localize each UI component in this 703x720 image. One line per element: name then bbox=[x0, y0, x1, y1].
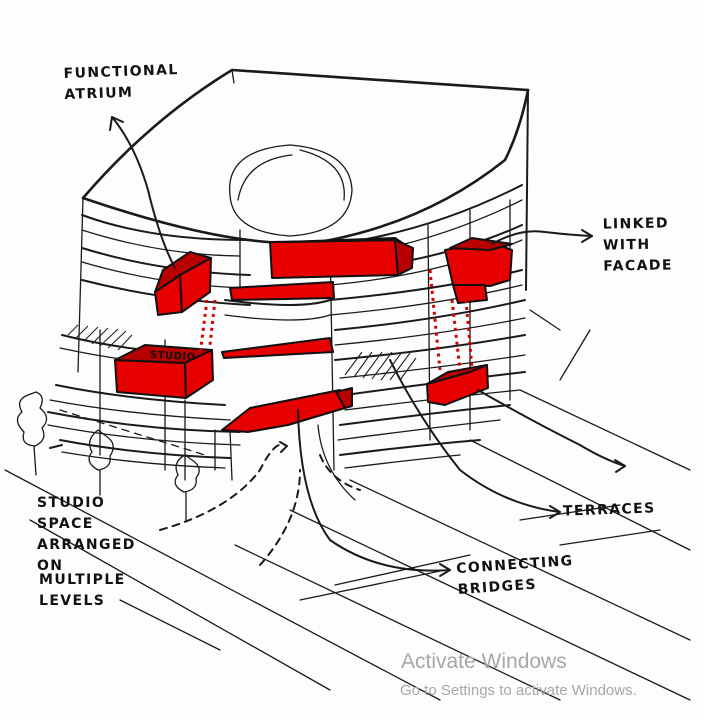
roof-outline bbox=[77, 68, 530, 373]
atrium-leader bbox=[111, 116, 176, 269]
right-facade-floors bbox=[329, 184, 526, 471]
lower-bridge-slab bbox=[221, 337, 334, 359]
label-terraces: TERRACES bbox=[562, 500, 656, 520]
upper-bridge-block-side bbox=[394, 239, 414, 276]
site-ground-lines bbox=[4, 309, 691, 701]
bottom-bridge-end bbox=[335, 387, 353, 409]
activate-windows-title: Activate Windows bbox=[401, 650, 567, 673]
upper-bridge-block bbox=[269, 239, 399, 279]
studio-block-side bbox=[184, 349, 214, 399]
activate-windows-subtitle: Go to Settings to activate Windows. bbox=[400, 682, 637, 699]
leader-arrows bbox=[109, 116, 626, 577]
label-connecting-bridges: CONNECTING BRIDGES bbox=[455, 552, 575, 599]
studio-block-front bbox=[114, 359, 187, 399]
facade-leader bbox=[491, 230, 593, 245]
bridges-leader bbox=[297, 409, 451, 572]
label-multiple-levels: MULTIPLE LEVELS bbox=[39, 572, 126, 609]
mid-bridge-slab bbox=[229, 281, 335, 301]
red-dotted-links bbox=[198, 269, 474, 371]
label-functional-atrium: FUNCTIONAL ATRIUM bbox=[63, 62, 179, 103]
bottom-connecting-bridge bbox=[221, 389, 346, 433]
atrium-dome bbox=[229, 144, 353, 237]
terraces-leader bbox=[389, 359, 561, 513]
terrace-hatch-left bbox=[67, 324, 133, 351]
facade-block-low-top bbox=[426, 364, 488, 385]
label-studio-space-arranged: STUDIO SPACE ARRANGED ON bbox=[37, 495, 136, 574]
atrium-red-block-side bbox=[179, 257, 212, 313]
tree-sketches bbox=[16, 391, 200, 521]
red-program-blocks bbox=[114, 237, 513, 433]
facade-block-top-face bbox=[449, 237, 513, 251]
label-linked-with-facade: LINKED WITH FACADE bbox=[602, 215, 673, 275]
studio-block-label: STUDIO bbox=[149, 349, 196, 364]
facade-block-vertical bbox=[452, 284, 488, 304]
terraces-leader-2 bbox=[477, 389, 626, 467]
terrace-hatch-right bbox=[344, 351, 417, 381]
